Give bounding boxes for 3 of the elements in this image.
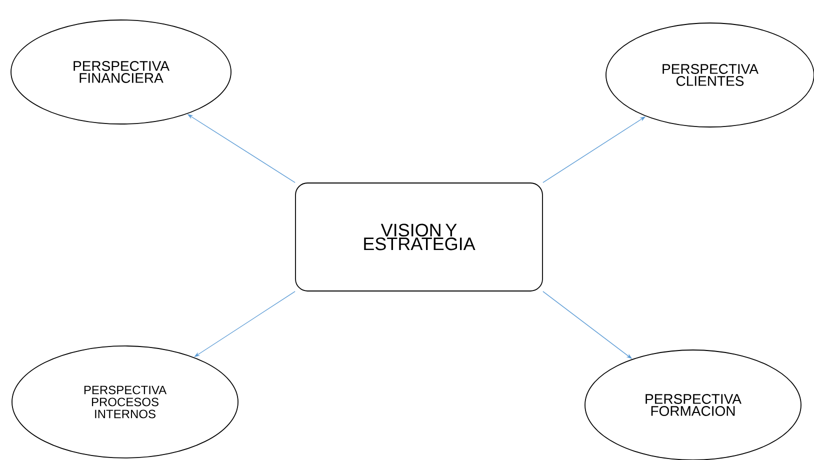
rounded-box: VISION Y ESTRATEGIA [295,182,543,292]
ellipse-node: PERSPECTIVA PROCESOS INTERNOS [12,346,238,458]
ellipse-node: PERSPECTIVA FINANCIERA [10,20,232,124]
